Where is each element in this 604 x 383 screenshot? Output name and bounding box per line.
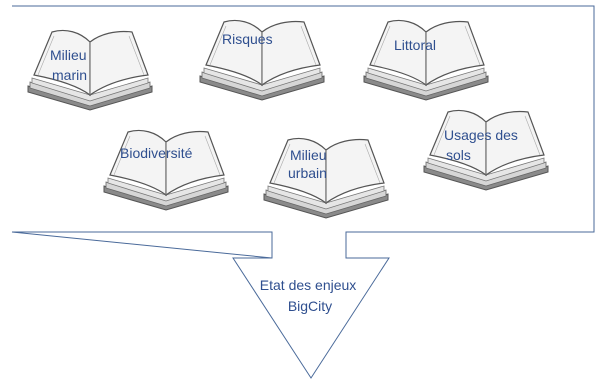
book-milieu-urbain: Milieu urbain <box>263 137 389 219</box>
book-label-line: Littoral <box>394 37 436 53</box>
book-usages-des-sols: Usages des sols <box>423 109 549 191</box>
open-book-icon <box>423 109 549 191</box>
book-biodiversite: Biodiversité <box>103 129 229 211</box>
open-book-icon <box>103 129 229 211</box>
open-book-icon <box>27 29 153 111</box>
book-milieu-marin: Milieu marin <box>27 29 153 111</box>
down-arrow <box>232 232 390 379</box>
svg-text:Milieu marin: Milieu marin <box>50 47 90 83</box>
book-label-line: urbain <box>288 165 327 181</box>
svg-text:Usages des sols: Usages des sols <box>444 127 522 163</box>
book-littoral: Littoral <box>363 19 489 101</box>
svg-text:Littoral: Littoral <box>394 37 436 53</box>
book-risques: Risques <box>199 19 325 101</box>
svg-text:Risques: Risques <box>222 31 273 47</box>
book-label-line: Biodiversité <box>120 145 193 161</box>
open-book-icon <box>363 19 489 101</box>
arrow-label: Etat des enjeux BigCity <box>260 277 360 314</box>
book-label-line: Risques <box>222 31 273 47</box>
book-label-line: sols <box>446 147 471 163</box>
arrow-label-line-1: Etat des enjeux <box>260 277 357 293</box>
book-label-line: Milieu <box>50 47 87 63</box>
svg-text:Biodiversité: Biodiversité <box>120 145 193 161</box>
book-label-line: Milieu <box>290 147 327 163</box>
arrow-label-line-2: BigCity <box>288 298 332 314</box>
book-label-line: marin <box>52 67 87 83</box>
svg-text:Milieu urbain: Milieu urbain <box>288 147 330 181</box>
book-label-line: Usages des <box>444 127 518 143</box>
